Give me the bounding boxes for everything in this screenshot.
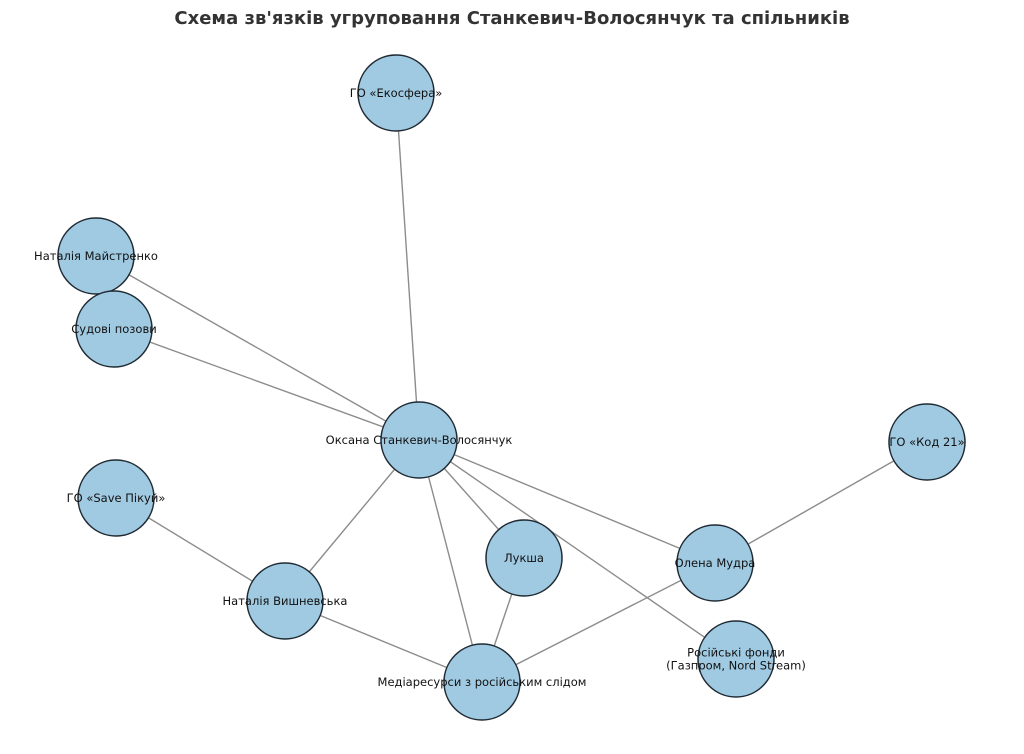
node-circle [380,401,458,479]
node-circle [485,519,563,597]
node-label: ГО «Екосфера» [350,86,443,100]
edge-oksana-ekosfera [395,92,420,441]
node-circle [697,620,775,698]
node-label: ГО «Код 21» [889,435,964,449]
edge-oksana-media [418,439,483,683]
edge-oksana-mudra [418,439,716,564]
node-circle [357,54,435,132]
diagram-title: Схема зв'язків угруповання Станкевич-Вол… [174,8,849,29]
node-circle [888,403,966,481]
edge-oksana-pozovy [113,328,420,441]
edge-oksana-fondy [418,439,737,660]
node-circle [75,290,153,368]
node-kod21: ГО «Код 21» [888,403,966,481]
node-label: Судові позови [71,322,156,336]
edge-mudra-kod21 [714,441,928,564]
node-circle [443,643,521,721]
node-circle [77,459,155,537]
node-fondy: Російські фонди(Газпром, Nord Stream) [666,620,806,698]
node-ekosfera: ГО «Екосфера» [350,54,443,132]
node-label: Оксана Станкевич-Волосянчук [326,433,513,447]
node-mudra: Олена Мудра [675,524,756,602]
node-label: Наталія Майстренко [34,249,158,263]
node-vyshnevska: Наталія Вишневська [223,562,348,640]
node-maistrenko: Наталія Майстренко [34,217,158,295]
node-circle [57,217,135,295]
node-savepikuy: ГО «Save Пікуй» [67,459,166,537]
edge-mudra-media [481,562,716,683]
node-label: (Газпром, Nord Stream) [666,659,806,673]
node-label: Лукша [504,551,544,565]
node-circle [676,524,754,602]
node-circle [246,562,324,640]
nodes-layer: Оксана Станкевич-Волосянчук ГО «Екосфера»… [34,54,966,721]
edge-oksana-maistrenko [95,255,420,441]
node-oksana: Оксана Станкевич-Волосянчук [326,401,513,479]
node-label: Олена Мудра [675,556,756,570]
node-pozovy: Судові позови [71,290,157,368]
node-label: Російські фонди [687,646,785,660]
node-label: ГО «Save Пікуй» [67,491,166,505]
node-label: Медіаресурси з російським слідом [378,675,587,689]
node-media: Медіаресурси з російським слідом [378,643,587,721]
node-label: Наталія Вишневська [223,594,348,608]
node-luksha: Лукша [485,519,563,597]
